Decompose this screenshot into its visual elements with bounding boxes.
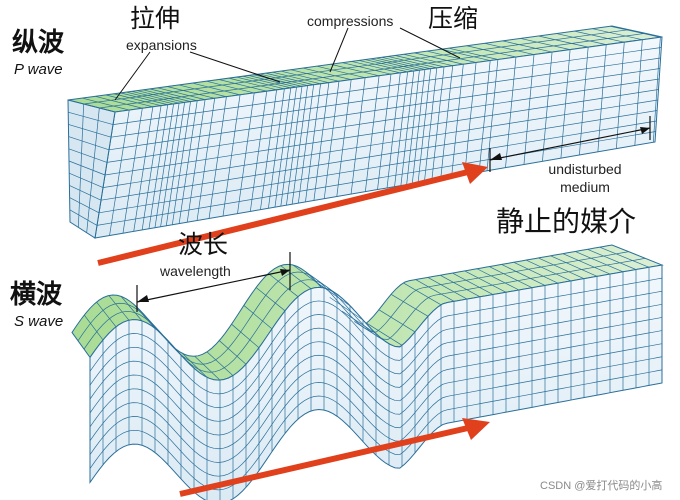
expansions-label-zh: 拉伸 bbox=[130, 4, 181, 33]
s-wave-title-zh: 横波 bbox=[10, 280, 63, 310]
watermark-text: CSDN @爱打代码的小高 bbox=[540, 480, 663, 492]
expansions-label-en: expansions bbox=[126, 37, 197, 53]
s-wave-arrow bbox=[179, 418, 490, 497]
wavelength-label-en: wavelength bbox=[160, 263, 231, 279]
wavelength-label-zh: 波长 bbox=[178, 230, 229, 259]
undisturbed-label-line2: medium bbox=[560, 179, 610, 195]
p-wave-grid bbox=[67, 25, 662, 239]
s-wave-grid bbox=[77, 246, 663, 500]
p-wave-arrow bbox=[97, 162, 488, 266]
p-wave-block bbox=[67, 25, 663, 239]
compressions-label-en: compressions bbox=[307, 13, 394, 29]
wavelength-dimension-line bbox=[136, 252, 291, 312]
undisturbed-label-line1: undisturbed bbox=[548, 161, 622, 177]
s-wave-block bbox=[71, 244, 664, 500]
undisturbed-dimension-line bbox=[489, 116, 651, 172]
leader-lines bbox=[114, 27, 461, 101]
p-wave-title-en: P wave bbox=[14, 61, 63, 78]
s-wave-title-en: S wave bbox=[14, 313, 64, 330]
p-wave-title-zh: 纵波 bbox=[12, 28, 65, 58]
compressions-label-zh: 压缩 bbox=[428, 4, 479, 33]
undisturbed-label-zh: 静止的媒介 bbox=[496, 205, 637, 238]
